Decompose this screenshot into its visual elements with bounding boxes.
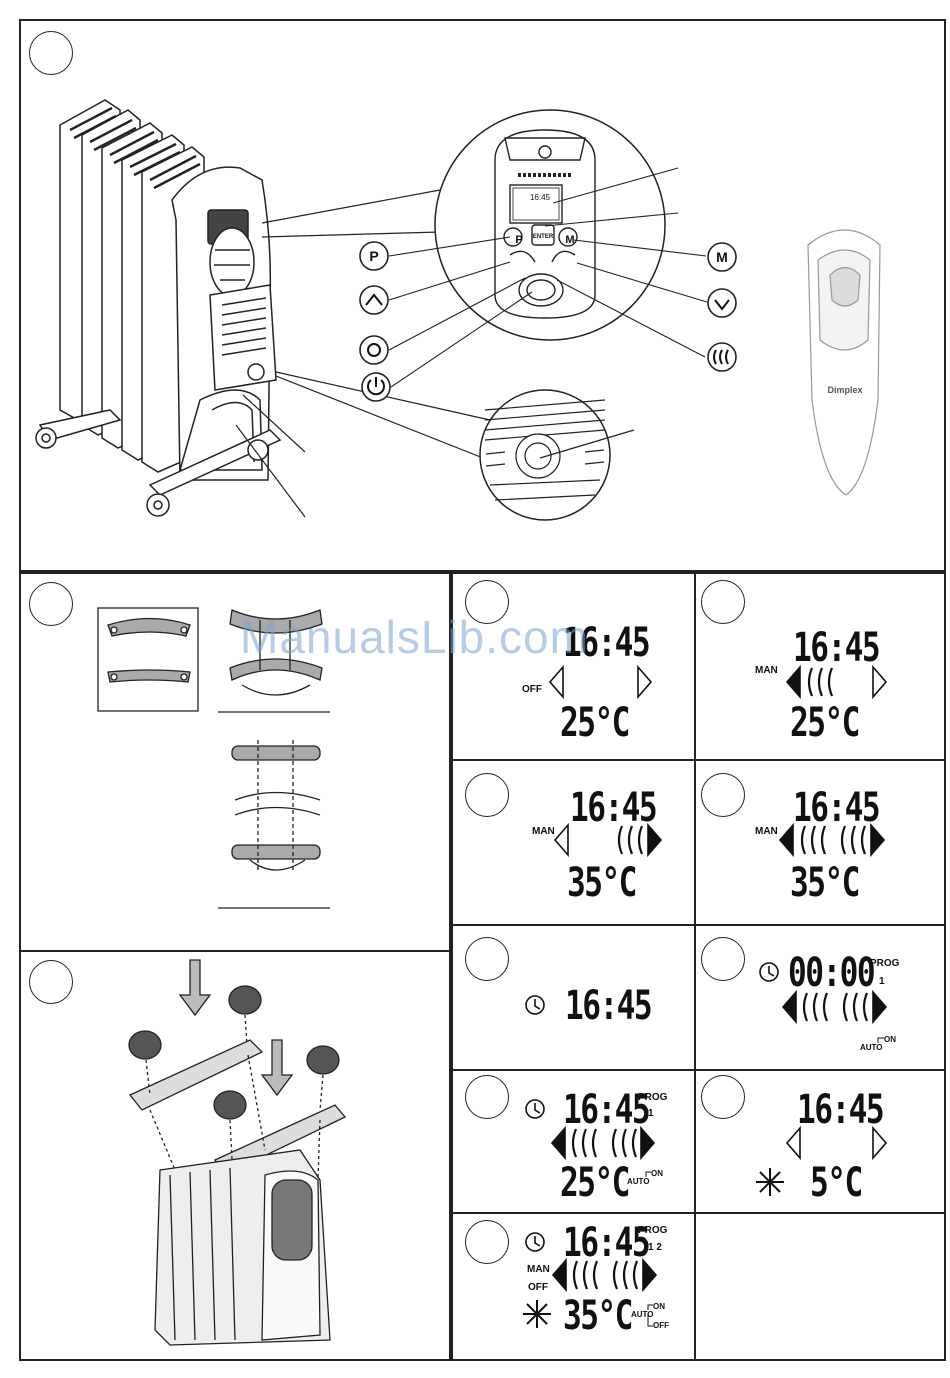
watermark: ManualsLib.com [240, 610, 589, 664]
